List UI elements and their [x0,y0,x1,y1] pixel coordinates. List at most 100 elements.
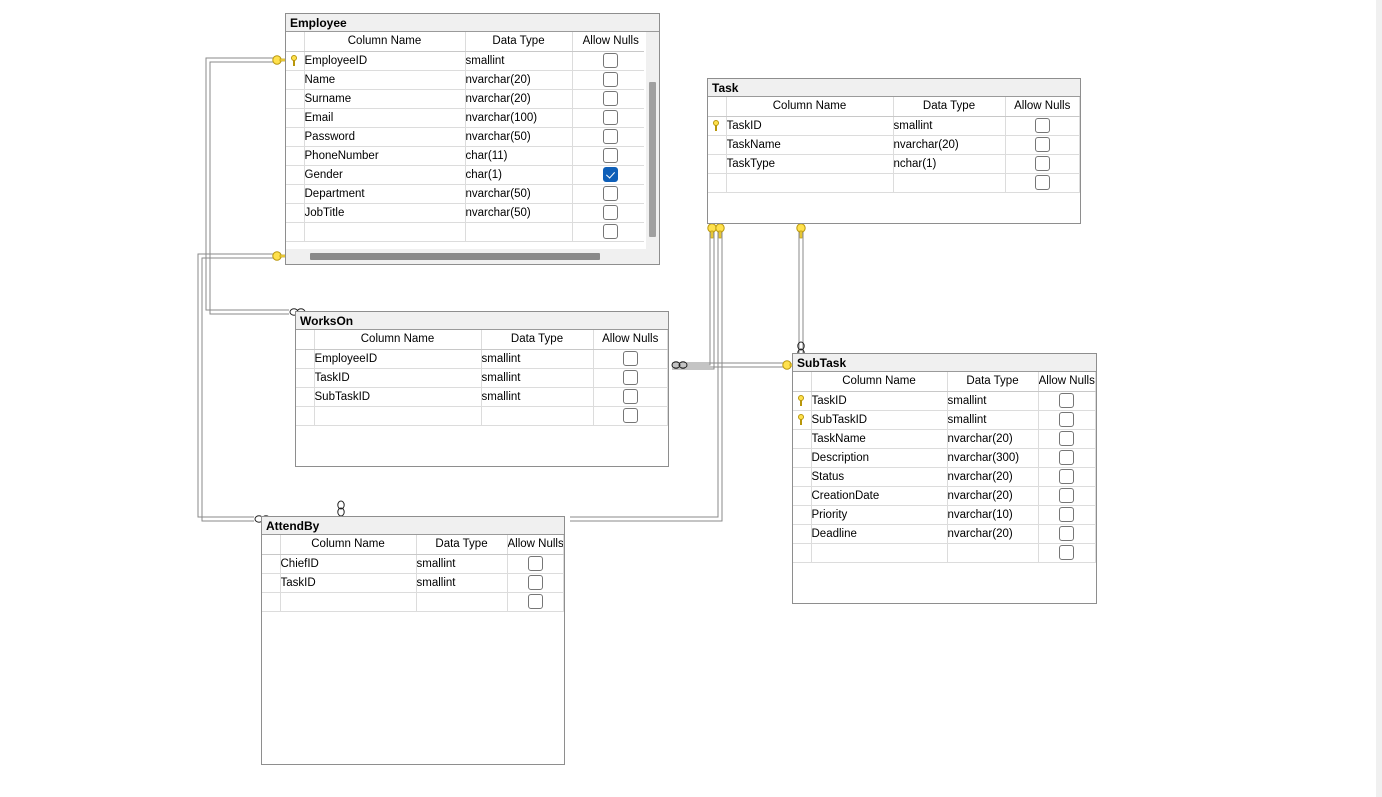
cell-data-type[interactable]: nvarchar(20) [893,135,1006,155]
table-row-empty[interactable] [708,173,1080,193]
cell-data-type[interactable]: nvarchar(20) [465,70,573,90]
cell-data-type[interactable]: nvarchar(100) [465,108,573,128]
allow-nulls-checkbox[interactable] [1059,488,1075,503]
cell-column-name[interactable]: TaskName [726,135,894,155]
cell-column-name[interactable]: CreationDate [811,486,948,506]
cell-allow-nulls[interactable] [507,592,564,612]
allow-nulls-checkbox[interactable] [622,389,638,404]
cell-column-name[interactable] [811,543,948,563]
table-row-empty[interactable] [793,543,1096,563]
cell-data-type[interactable] [893,173,1006,193]
cell-data-type[interactable]: nvarchar(20) [947,429,1039,449]
allow-nulls-checkbox[interactable] [1059,507,1075,522]
allow-nulls-checkbox[interactable] [603,72,619,87]
allow-nulls-checkbox[interactable] [527,575,543,590]
allow-nulls-checkbox[interactable] [603,224,619,239]
cell-data-type[interactable]: nvarchar(20) [947,467,1039,487]
cell-column-name[interactable]: Priority [811,505,948,525]
cell-column-name[interactable] [314,406,482,426]
cell-allow-nulls[interactable] [1038,467,1096,487]
cell-data-type[interactable]: char(11) [465,146,573,166]
cell-column-name[interactable]: Name [304,70,466,90]
cell-data-type[interactable]: nvarchar(20) [465,89,573,109]
cell-data-type[interactable]: nvarchar(50) [465,203,573,223]
cell-data-type[interactable]: nvarchar(50) [465,184,573,204]
cell-column-name[interactable]: Department [304,184,466,204]
horizontal-scrollbar[interactable] [286,249,659,264]
cell-allow-nulls[interactable] [572,51,644,71]
cell-data-type[interactable] [465,222,573,242]
cell-allow-nulls[interactable] [1005,116,1080,136]
cell-data-type[interactable]: nvarchar(10) [947,505,1039,525]
allow-nulls-checkbox[interactable] [603,205,619,220]
cell-allow-nulls[interactable] [1038,505,1096,525]
allow-nulls-checkbox[interactable] [1034,137,1050,152]
cell-column-name[interactable]: SubTaskID [314,387,482,407]
cell-column-name[interactable]: EmployeeID [314,349,482,369]
cell-data-type[interactable]: smallint [893,116,1006,136]
table-title-subtask[interactable]: SubTask [793,354,1096,372]
cell-data-type[interactable]: nvarchar(50) [465,127,573,147]
cell-column-name[interactable]: Deadline [811,524,948,544]
cell-column-name[interactable] [726,173,894,193]
cell-column-name[interactable]: JobTitle [304,203,466,223]
allow-nulls-checkbox[interactable] [1034,156,1050,171]
cell-allow-nulls[interactable] [1038,410,1096,430]
cell-data-type[interactable]: smallint [947,410,1039,430]
cell-data-type[interactable]: char(1) [465,165,573,185]
cell-column-name[interactable]: EmployeeID [304,51,466,71]
cell-column-name[interactable]: TaskID [811,391,948,411]
allow-nulls-checkbox[interactable] [1059,393,1075,408]
cell-allow-nulls[interactable] [572,89,644,109]
cell-column-name[interactable]: Password [304,127,466,147]
cell-allow-nulls[interactable] [593,349,668,369]
vertical-scrollbar-thumb[interactable] [649,82,656,237]
cell-column-name[interactable]: TaskID [726,116,894,136]
cell-allow-nulls[interactable] [1005,173,1080,193]
cell-data-type[interactable]: smallint [481,387,594,407]
cell-column-name[interactable]: TaskID [314,368,482,388]
cell-allow-nulls[interactable] [507,554,564,574]
table-title-employee[interactable]: Employee [286,14,659,32]
table-row-empty[interactable] [296,406,668,426]
cell-allow-nulls[interactable] [572,127,644,147]
cell-data-type[interactable]: nvarchar(20) [947,486,1039,506]
table-title-task[interactable]: Task [708,79,1080,97]
allow-nulls-checkbox[interactable] [603,148,619,163]
allow-nulls-checkbox[interactable] [1059,545,1075,560]
cell-allow-nulls[interactable] [572,70,644,90]
cell-data-type[interactable]: smallint [416,554,508,574]
cell-data-type[interactable]: smallint [416,573,508,593]
allow-nulls-checkbox[interactable] [622,370,638,385]
cell-data-type[interactable] [481,406,594,426]
allow-nulls-checkbox[interactable] [603,167,619,182]
allow-nulls-checkbox[interactable] [603,186,619,201]
cell-allow-nulls[interactable] [1005,154,1080,174]
allow-nulls-checkbox[interactable] [1059,526,1075,541]
allow-nulls-checkbox[interactable] [527,556,543,571]
cell-column-name[interactable]: Status [811,467,948,487]
cell-allow-nulls[interactable] [1038,543,1096,563]
cell-column-name[interactable]: Gender [304,165,466,185]
